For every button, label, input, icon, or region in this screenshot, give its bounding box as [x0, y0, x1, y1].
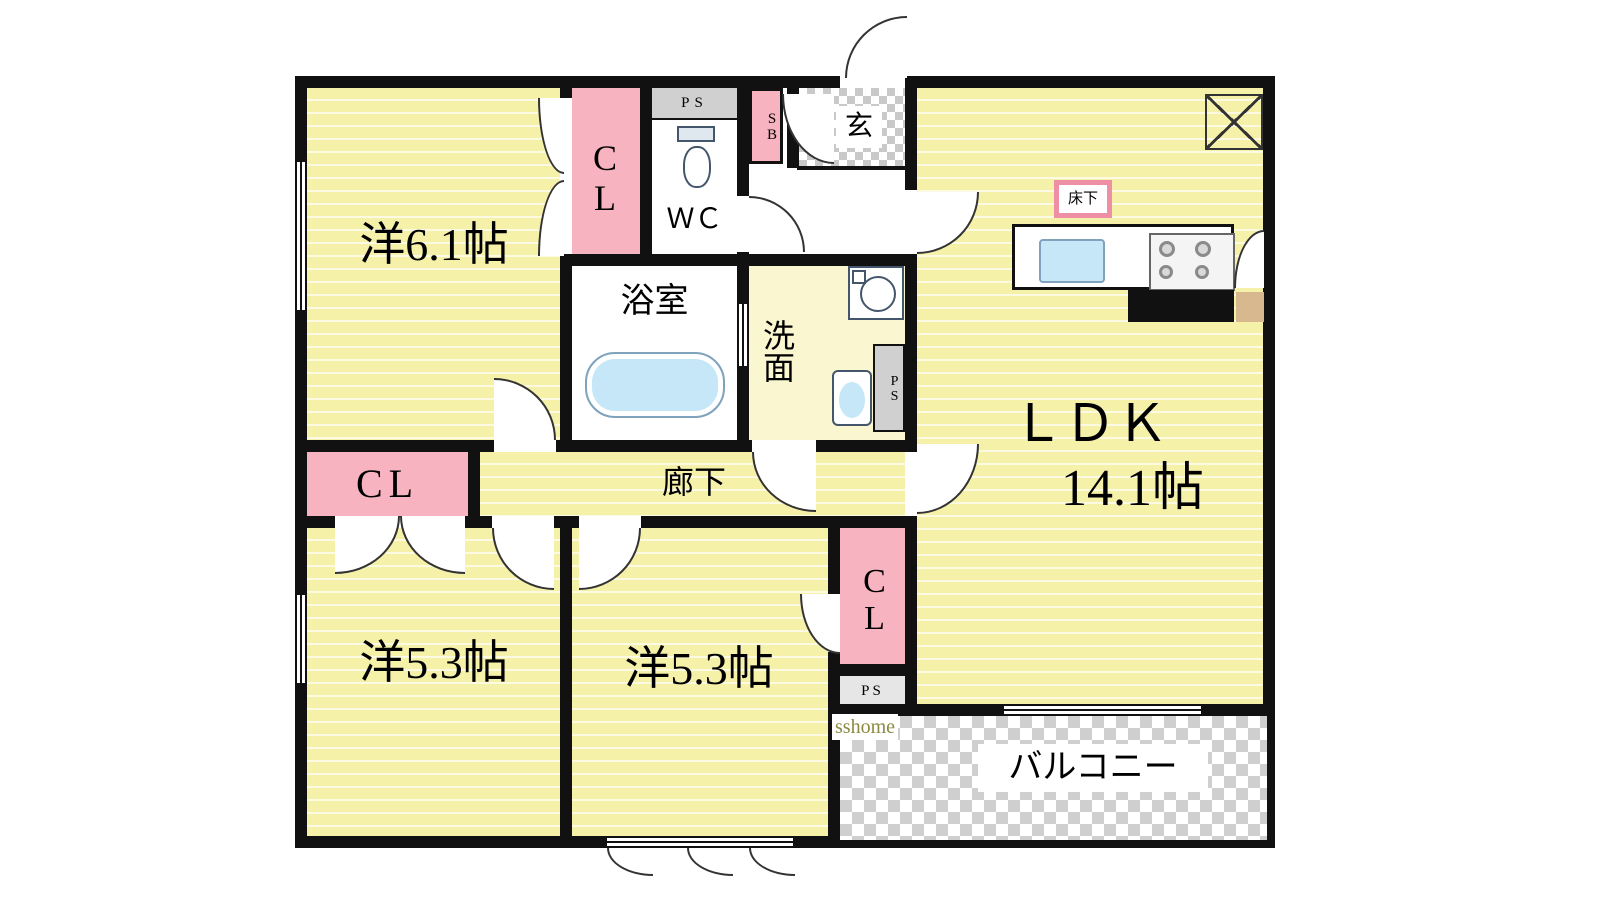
closet-top-floor: [572, 88, 640, 254]
hatched-square-icon: [1205, 94, 1263, 150]
closet-right-label: CL: [856, 563, 893, 637]
kitchen-side-box: [1236, 292, 1264, 322]
entrance-label: 玄: [836, 106, 882, 148]
pipe-space-top: [652, 88, 737, 120]
wall-top-b: [908, 76, 1275, 88]
wall-corridor-bottom-c: [554, 516, 579, 528]
bath-sliding-door: [737, 302, 749, 368]
wall-corridor-top-b: [556, 440, 752, 452]
kitchen-lower-cabinet: [1128, 290, 1234, 322]
window-bottom: [605, 836, 795, 848]
wall-wc-right-c: [737, 368, 749, 442]
ldk-size-label: 14.1帖: [1060, 460, 1204, 517]
wall-cl-mid-right: [468, 440, 480, 528]
closet-top-label: CL: [585, 138, 625, 218]
bottom-window-arc-2: [687, 848, 733, 876]
wall-wc-right-b: [737, 252, 749, 302]
wall-h-mid-a: [560, 254, 749, 266]
kitchen-counter: [1012, 224, 1235, 291]
kitchen-stove-icon: [1149, 233, 1235, 291]
toilet-label: ＷＣ: [666, 204, 723, 235]
window-left-upper: [295, 160, 307, 312]
wall-wc-right-a: [737, 76, 749, 196]
wall-left-a: [295, 76, 307, 162]
wall-room61-right-b: [560, 254, 572, 442]
wall-mid-vert-c: [905, 516, 917, 716]
room-western-5-3-left-label: 洋5.3帖: [359, 637, 509, 688]
toilet-bowl-icon: [683, 146, 711, 188]
wall-corridor-top-a: [295, 440, 494, 452]
laundry-drum-icon: [860, 276, 896, 312]
window-balcony: [1002, 704, 1203, 716]
bottom-window-arc-1: [607, 848, 653, 876]
window-left-lower: [295, 593, 307, 685]
wall-corridor-bottom-d: [641, 516, 917, 528]
laundry-corner-icon: [852, 270, 866, 284]
balcony-label: バルコニー: [978, 744, 1208, 792]
pipe-space-washroom-label: PS: [887, 374, 902, 404]
wall-ldk-bottom-b: [1203, 704, 1275, 716]
entrance-step-line: [797, 166, 907, 170]
wall-balcony-right: [1267, 704, 1275, 848]
room-western-5-3-mid-label: 洋5.3帖: [624, 643, 774, 694]
wall-corridor-top-c: [816, 440, 917, 452]
room-western-6-1-label: 洋6.1帖: [359, 219, 509, 270]
toilet-door-arc: [749, 196, 805, 252]
wall-bedroom-divider: [560, 528, 572, 848]
wall-right-main: [1263, 76, 1275, 716]
wall-midroom-right-a: [828, 516, 840, 596]
pipe-space-bottom-label: PS: [861, 683, 884, 699]
bottom-window-arc-3: [749, 848, 795, 876]
wall-midroom-right-b: [828, 652, 840, 848]
washroom-label: 洗面: [759, 319, 795, 383]
shoe-box: [749, 88, 783, 164]
bathtub-icon: [585, 352, 725, 418]
wall-room61-right-a: [560, 76, 572, 98]
wall-mid-vert-a: [905, 76, 917, 190]
pipe-space-washroom: [873, 344, 905, 432]
wall-balcony-bottom: [828, 840, 1275, 848]
wall-cl-right-bottom: [828, 664, 917, 676]
shoe-box-label: SB: [764, 111, 780, 143]
closet-middle-label: CL: [355, 461, 420, 506]
closet-right-floor: [840, 528, 905, 664]
washbasin-icon: [832, 370, 872, 426]
toilet-tank-icon: [677, 126, 715, 142]
wall-left-c: [295, 683, 307, 848]
wall-left-b: [295, 310, 307, 597]
corridor-label: 廊下: [661, 464, 726, 500]
closet-middle-floor: [307, 452, 468, 516]
wall-bottom-a: [295, 836, 607, 848]
wall-corridor-bottom-a: [295, 516, 335, 528]
wall-cl-wc-divider: [640, 76, 652, 266]
entrance-door-arc: [845, 16, 907, 78]
watermark-text: sshome: [832, 714, 898, 740]
corridor-floor: [480, 452, 905, 516]
bathroom-label: 浴室: [620, 283, 689, 320]
laundry-pan-icon: [848, 266, 904, 320]
washbasin-bowl-icon: [839, 382, 865, 418]
kitchen-sink-icon: [1039, 239, 1105, 283]
room-western-5-3-left-floor: [307, 528, 560, 836]
wall-mid-vert-b: [905, 256, 917, 442]
ldk-label: ＬＤＫ: [1011, 396, 1168, 453]
underfloor-storage-label: 床下: [1054, 180, 1112, 218]
room-western-5-3-mid-floor: [571, 528, 828, 836]
wall-h-mid-b: [749, 254, 917, 266]
pipe-space-bottom-box: [840, 676, 905, 704]
pipe-space-top-label: PS: [681, 95, 708, 111]
room-western-6-1-floor: [307, 88, 560, 440]
